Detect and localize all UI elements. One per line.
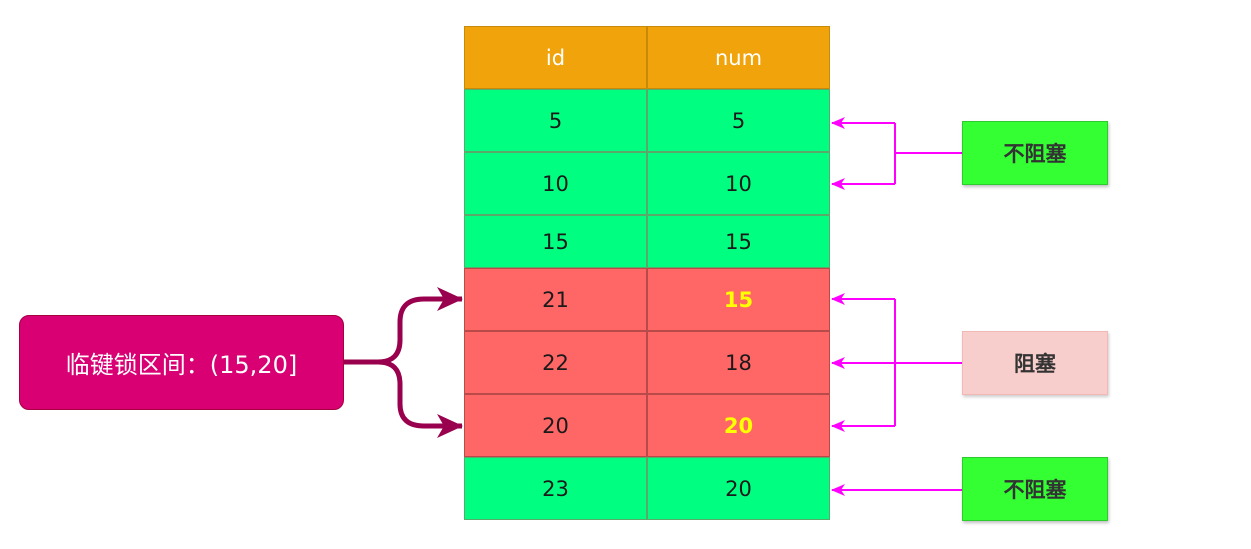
cell-num: 15 xyxy=(647,215,830,268)
cell-id: 20 xyxy=(464,394,647,457)
cell-id: 15 xyxy=(464,215,647,268)
arrows-not-blocked-top xyxy=(831,117,962,190)
gap-lock-bracket xyxy=(344,287,463,438)
cell-id: 21 xyxy=(464,268,647,331)
cell-id: 10 xyxy=(464,152,647,215)
cell-id: 23 xyxy=(464,457,647,520)
cell-num: 10 xyxy=(647,152,830,215)
column-header-id: id xyxy=(464,26,647,89)
gap-lock-range-label: 临键锁区间：(15,20] xyxy=(19,315,344,410)
cell-num: 20 xyxy=(647,457,830,520)
cell-id: 5 xyxy=(464,89,647,152)
cell-num-highlight: 20 xyxy=(647,394,830,457)
column-header-num: num xyxy=(647,26,830,89)
cell-num: 18 xyxy=(647,331,830,394)
not-blocked-label-top: 不阻塞 xyxy=(962,121,1108,185)
arrows-blocked xyxy=(831,293,962,432)
cell-num-highlight: 15 xyxy=(647,268,830,331)
not-blocked-label-bottom: 不阻塞 xyxy=(962,457,1108,521)
blocked-label: 阻塞 xyxy=(962,331,1108,395)
cell-num: 5 xyxy=(647,89,830,152)
cell-id: 22 xyxy=(464,331,647,394)
